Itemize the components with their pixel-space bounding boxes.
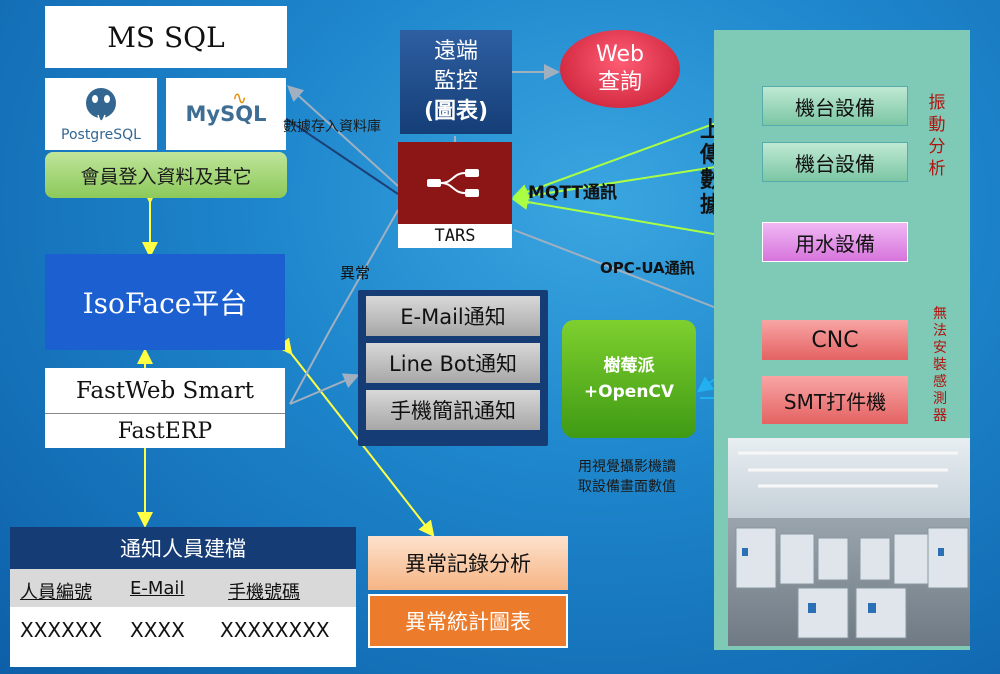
personnel-title-bar: 通知人員建檔 (10, 527, 356, 569)
elephant-icon (84, 86, 118, 122)
water-device-label: 用水設備 (795, 231, 875, 256)
pi-note-line2: 取設備畫面數值 (578, 479, 676, 495)
fastweb-label: FastWeb Smart (75, 377, 255, 404)
remote-line2: 監控 (433, 69, 478, 94)
value-id: XXXXXX (20, 618, 103, 642)
raspberry-pi-box: 樹莓派 +OpenCV (562, 320, 696, 438)
machine-device-2-label: 機台設備 (795, 151, 875, 176)
machine-device-1: 機台設備 (762, 86, 908, 126)
notify-sms-label: 手機簡訊通知 (390, 399, 516, 423)
pi-note-line1: 用視覺攝影機讀 (578, 459, 676, 475)
mysql-label: MySQL (185, 102, 267, 126)
notify-linebot-label: Line Bot通知 (389, 352, 517, 376)
notify-email: E-Mail通知 (366, 296, 540, 336)
cnc-device: CNC (762, 320, 908, 360)
pi-line2: +OpenCV (583, 382, 675, 402)
smt-device: SMT打件機 (762, 376, 908, 424)
fastweb-box: FastWeb Smart (45, 368, 285, 414)
abnormal-stats-box: 異常統計圖表 (368, 594, 568, 648)
notify-linebot: Line Bot通知 (366, 343, 540, 383)
personnel-header-row (10, 569, 356, 607)
isoface-box: IsoFace平台 (45, 254, 285, 350)
header-phone: 手機號碼 (228, 582, 300, 603)
factory-photo (728, 438, 970, 646)
tars-box (398, 142, 512, 224)
isoface-label: IsoFace平台 (82, 287, 248, 320)
value-email: XXXX (130, 618, 185, 642)
remote-line3: (圖表) (423, 99, 489, 124)
fasterp-box: FastERP (45, 414, 285, 448)
notify-sms: 手機簡訊通知 (366, 390, 540, 430)
line-tars-db-dark (284, 117, 399, 195)
abnormal-stats-label: 異常統計圖表 (405, 610, 531, 634)
header-email: E-Mail (130, 578, 185, 599)
abnormal-record-label: 異常記錄分析 (405, 552, 531, 576)
mysql-logo: MySQL ∿ (166, 78, 286, 150)
member-label: 會員登入資料及其它 (80, 165, 252, 188)
node-red-icon (427, 169, 479, 197)
header-id: 人員編號 (20, 582, 92, 603)
web-query-ellipse: Web 查詢 (560, 30, 680, 108)
notify-email-label: E-Mail通知 (400, 305, 506, 329)
member-box: 會員登入資料及其它 (45, 152, 287, 198)
personnel-title: 通知人員建檔 (120, 537, 246, 561)
machine-device-1-label: 機台設備 (795, 95, 875, 120)
mssql-box: MS SQL (45, 6, 287, 68)
fasterp-label: FastERP (117, 418, 213, 444)
line-fastweb-notify (289, 373, 360, 405)
line-tars-abnormal (289, 209, 399, 405)
machine-device-2: 機台設備 (762, 142, 908, 182)
pi-line1: 樹莓派 (603, 356, 655, 376)
abnormal-record-box: 異常記錄分析 (368, 536, 568, 590)
cnc-device-label: CNC (811, 327, 859, 353)
opcua-label: OPC-UA通訊 (600, 259, 695, 277)
postgres-logo: PostgreSQL (45, 78, 157, 150)
tars-label: TARS (434, 226, 476, 246)
db-store-label: 數據存入資料庫 (283, 119, 381, 135)
abnormal-label: 異常 (340, 264, 371, 282)
no-sensor-label: 無 法 安 裝 感 測 器 (933, 306, 947, 424)
web-line1: Web (596, 42, 644, 67)
smt-device-label: SMT打件機 (783, 389, 887, 414)
remote-line1: 遠端 (433, 39, 478, 64)
value-phone: XXXXXXXX (220, 618, 330, 642)
remote-monitor-box: 遠端 監控 (圖表) (400, 30, 512, 134)
mssql-label: MS SQL (107, 20, 225, 54)
mqtt-label: MQTT通訊 (528, 183, 617, 203)
tars-label-box: TARS (398, 224, 512, 248)
postgres-label: PostgreSQL (61, 127, 141, 143)
web-line2: 查詢 (597, 70, 642, 95)
dolphin-icon: ∿ (232, 88, 248, 109)
vibration-label: 振 動 分 析 (928, 93, 946, 179)
water-device: 用水設備 (762, 222, 908, 262)
line-tars-db (287, 85, 399, 187)
